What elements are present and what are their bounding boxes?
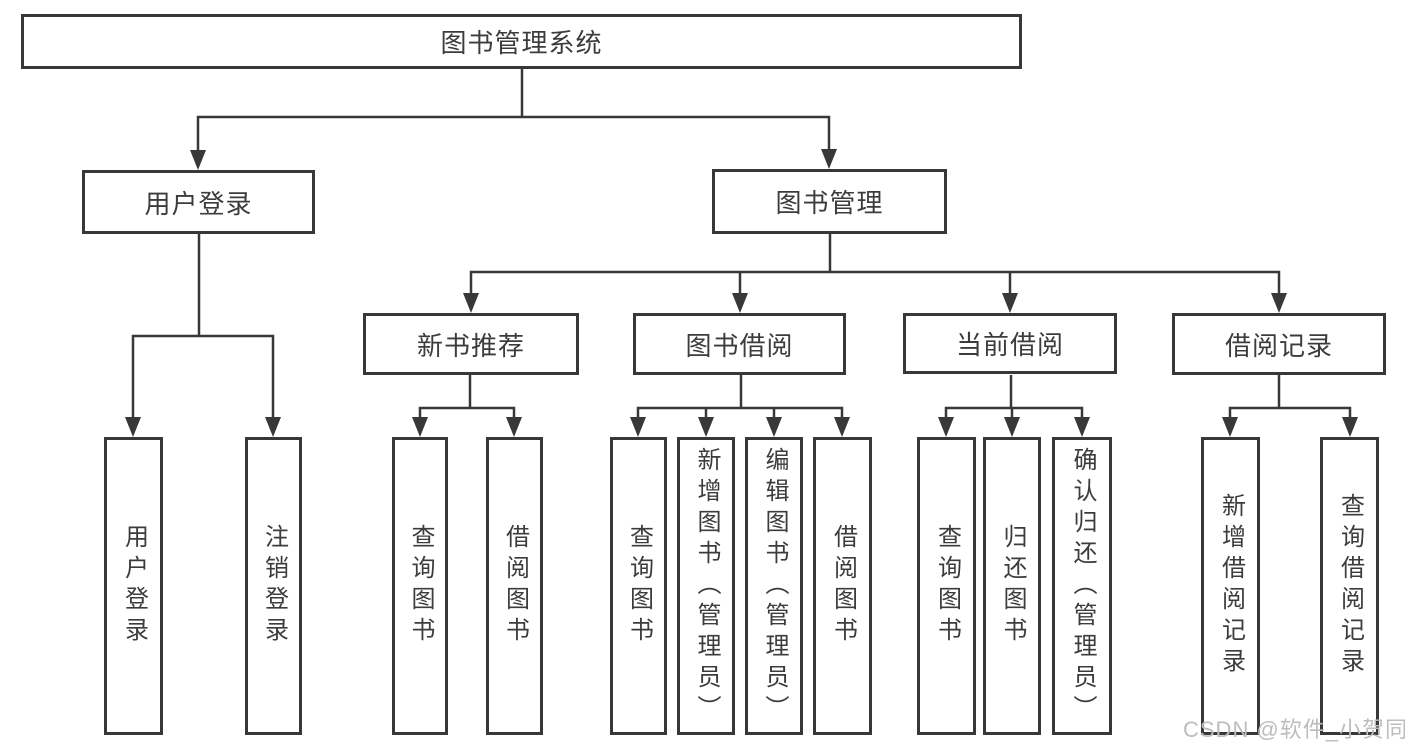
connector-arrowheads [125, 149, 1358, 437]
leaf-logout: 注销登录 [245, 437, 302, 735]
leaf-query-borrow-record: 查询借阅记录 [1320, 437, 1379, 735]
leaf-return-book: 归还图书 [983, 437, 1041, 735]
leaf-user-login: 用户登录 [104, 437, 163, 735]
leaf-edit-book-admin: 编辑图书（管理员） [745, 437, 803, 735]
node-borrow-record: 借阅记录 [1172, 313, 1386, 375]
leaf-query-book-current: 查询图书 [917, 437, 976, 735]
node-book-borrow: 图书借阅 [633, 313, 846, 375]
leaf-confirm-return-admin: 确认归还（管理员） [1052, 437, 1112, 735]
leaf-query-book-recommend: 查询图书 [392, 437, 448, 735]
node-new-book-recommend: 新书推荐 [363, 313, 579, 375]
node-user-login: 用户登录 [82, 170, 315, 234]
connector-lines [131, 69, 1352, 418]
leaf-borrow-book: 借阅图书 [813, 437, 872, 735]
root-node-library-system: 图书管理系统 [21, 14, 1022, 69]
leaf-borrow-book-recommend: 借阅图书 [486, 437, 543, 735]
leaf-query-book-borrow: 查询图书 [610, 437, 667, 735]
node-book-management: 图书管理 [712, 169, 947, 234]
csdn-watermark: CSDN @软件_小贺同学 [1183, 717, 1405, 742]
leaf-add-book-admin: 新增图书（管理员） [677, 437, 735, 735]
leaf-add-borrow-record: 新增借阅记录 [1201, 437, 1260, 735]
node-current-borrow: 当前借阅 [903, 313, 1117, 374]
